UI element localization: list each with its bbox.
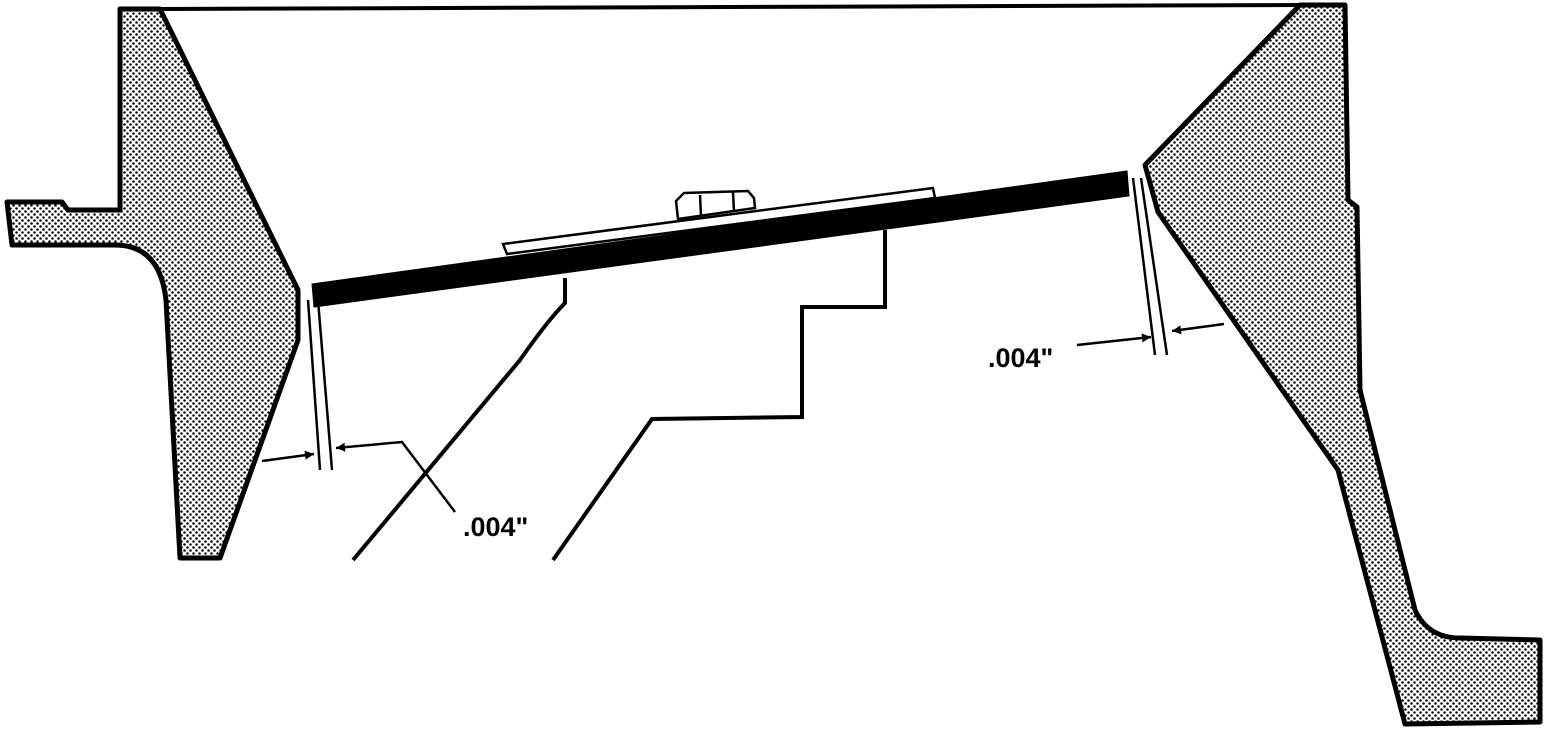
right-dimension-arrow-right: [1171, 322, 1225, 335]
right-clearance-line-inner: [1139, 177, 1169, 356]
right-dimension-arrow-left: [1076, 333, 1152, 347]
throttle-shaft-boss-step: [551, 230, 887, 562]
left-dimension-arrow-left: [261, 450, 315, 463]
bore-top-edge: [159, 3, 1301, 11]
left-clearance-line-outer: [306, 299, 322, 471]
right-casting-wall: [1142, 2, 1543, 727]
screw-head-flat-right: [731, 191, 736, 213]
left-dimension-arrow-right: [335, 440, 456, 513]
screw-head-flat-left: [698, 194, 703, 217]
clearance-label-left: .004": [463, 512, 528, 542]
left-clearance-line-inner: [316, 299, 334, 471]
screw-head: [674, 189, 757, 221]
clearance-label-right: .004": [988, 343, 1053, 373]
throttle-shaft-boss: [351, 278, 567, 562]
right-clearance-line-outer: [1131, 177, 1157, 356]
throttle-plate: [311, 170, 1130, 308]
left-casting-wall: [4, 6, 301, 561]
